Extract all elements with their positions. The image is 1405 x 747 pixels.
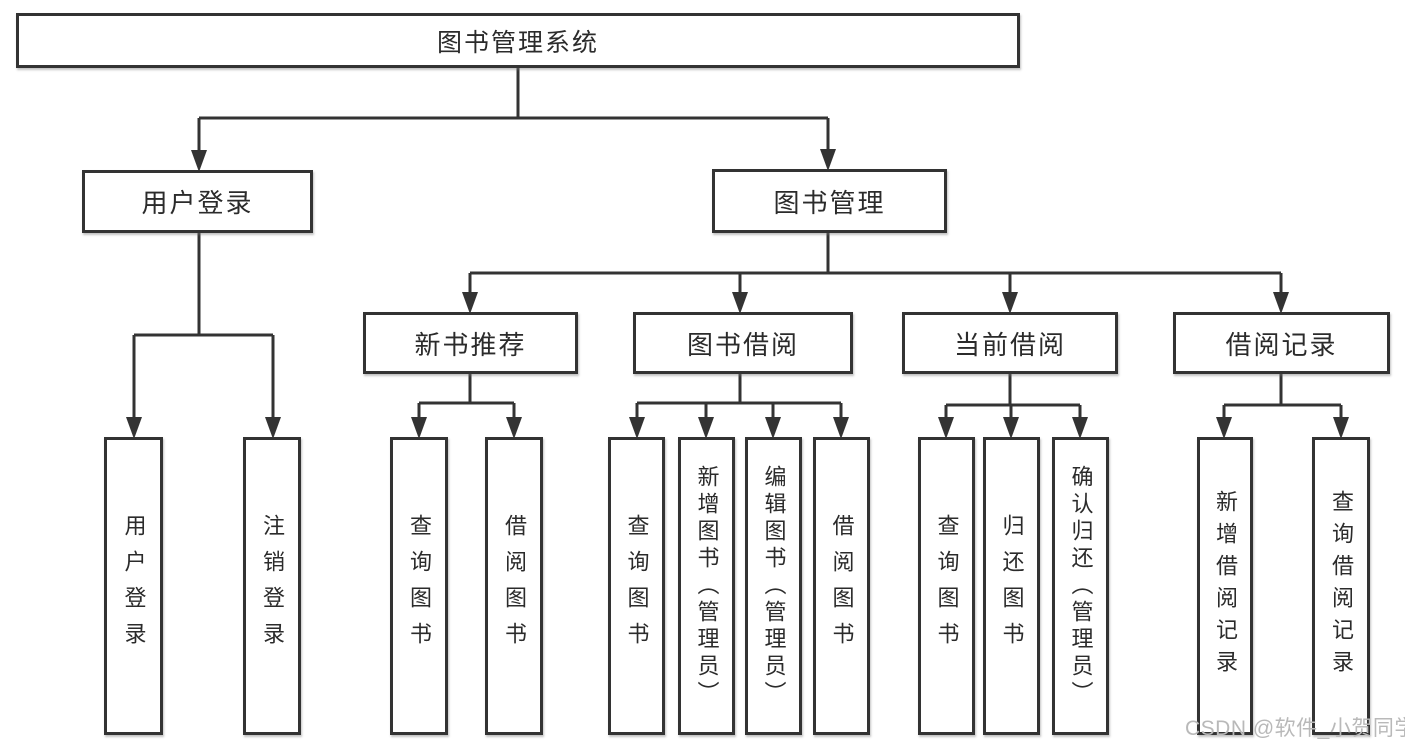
node-borrow-record: 借阅记录	[1173, 312, 1390, 374]
arrow-down-icon	[1216, 417, 1232, 439]
connector-root-to-level1	[191, 68, 836, 172]
arrow-down-icon	[191, 150, 207, 172]
connector-book-mgmt-children	[462, 233, 1289, 314]
arrow-down-icon	[1003, 417, 1019, 439]
connector-user-login-children	[126, 233, 281, 439]
arrow-down-icon	[1333, 417, 1349, 439]
arrow-down-icon	[938, 417, 954, 439]
leaf-add-borrow-record: 新增借阅记录	[1197, 437, 1253, 735]
node-current-borrow: 当前借阅	[902, 312, 1118, 374]
leaf-rec-borrow-book: 借阅图书	[485, 437, 543, 735]
arrow-down-icon	[765, 417, 781, 439]
arrow-down-icon	[1002, 292, 1018, 314]
leaf-edit-book-admin: 编辑图书（管理员）	[745, 437, 802, 735]
arrow-down-icon	[1273, 292, 1289, 314]
node-book-borrow: 图书借阅	[633, 312, 853, 374]
node-book-mgmt: 图书管理	[712, 169, 947, 233]
leaf-logout: 注销登录	[243, 437, 301, 735]
connector-borrow-record-children	[1216, 374, 1349, 439]
node-user-login: 用户登录	[82, 170, 313, 233]
leaf-borrow-query-book: 查询图书	[608, 437, 665, 735]
leaf-return-book: 归还图书	[983, 437, 1040, 735]
arrow-down-icon	[820, 149, 836, 171]
arrow-down-icon	[698, 417, 714, 439]
connector-new-book-rec-children	[411, 374, 522, 439]
arrow-down-icon	[265, 417, 281, 439]
connector-current-borrow-children	[938, 374, 1088, 439]
arrow-down-icon	[506, 417, 522, 439]
arrow-down-icon	[126, 417, 142, 439]
node-root-system: 图书管理系统	[16, 13, 1020, 68]
leaf-query-borrow-record: 查询借阅记录	[1312, 437, 1370, 735]
arrow-down-icon	[629, 417, 645, 439]
arrow-down-icon	[732, 292, 748, 314]
arrow-down-icon	[462, 292, 478, 314]
csdn-watermark: CSDN @软件_小贺同学	[1185, 717, 1405, 740]
leaf-rec-query-book: 查询图书	[390, 437, 448, 735]
arrow-down-icon	[411, 417, 427, 439]
arrow-down-icon	[1072, 417, 1088, 439]
connector-book-borrow-children	[629, 374, 849, 439]
leaf-confirm-return-admin: 确认归还（管理员）	[1052, 437, 1109, 735]
arrow-down-icon	[833, 417, 849, 439]
node-new-book-rec: 新书推荐	[363, 312, 578, 374]
leaf-add-book-admin: 新增图书（管理员）	[678, 437, 735, 735]
leaf-borrow-book: 借阅图书	[813, 437, 870, 735]
leaf-current-query-book: 查询图书	[918, 437, 975, 735]
leaf-user-login: 用户登录	[104, 437, 163, 735]
